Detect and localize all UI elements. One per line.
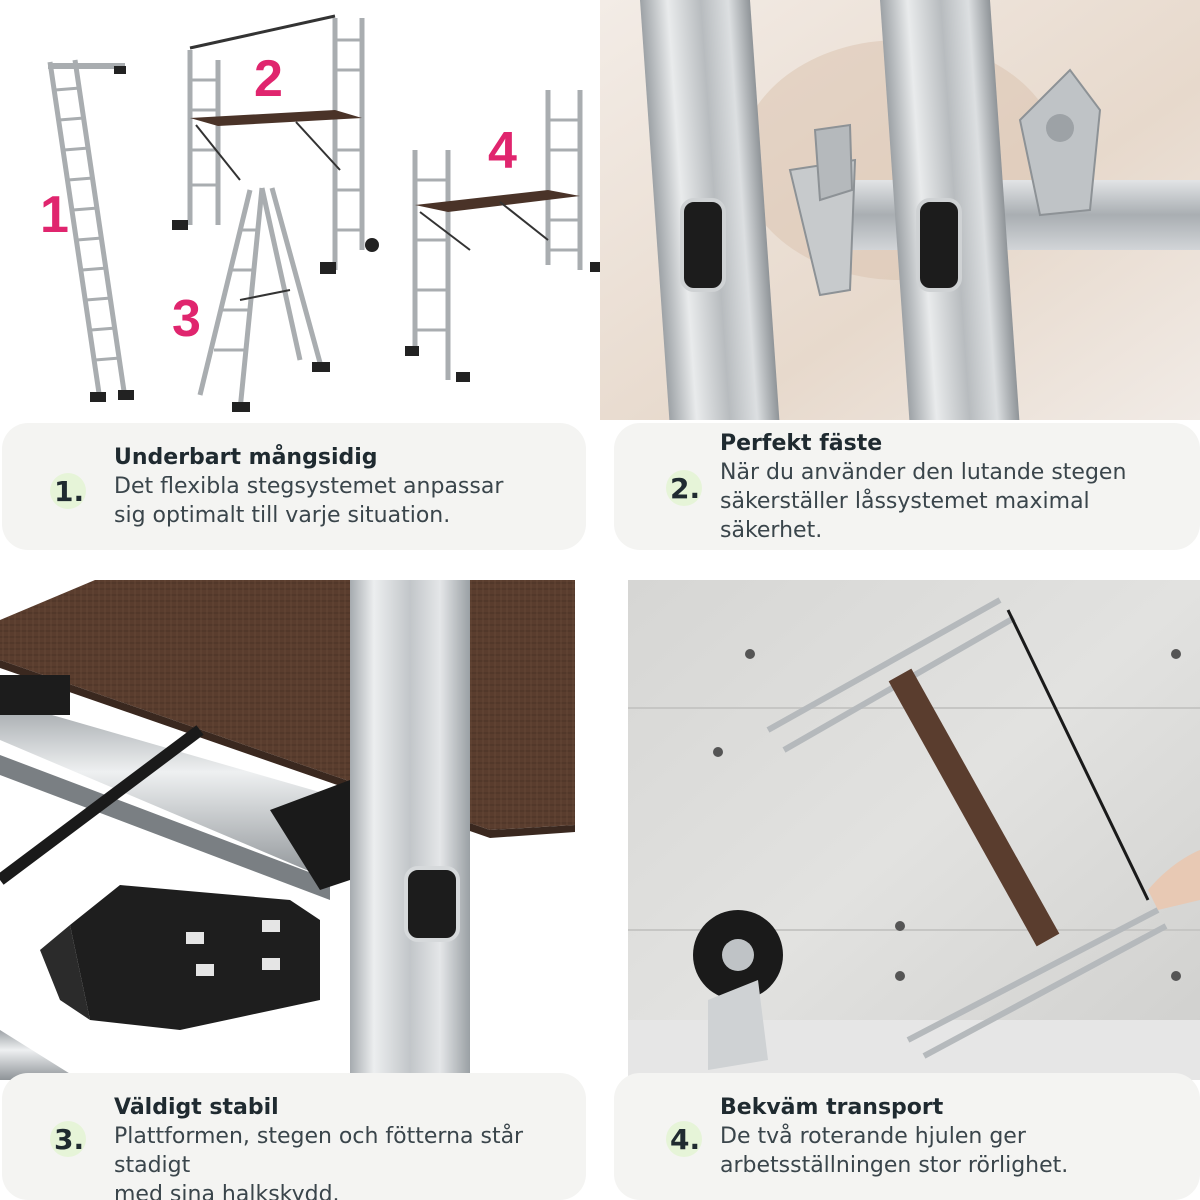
lock-closeup-illustration [600, 0, 1200, 420]
feature-number-1: 1. [50, 473, 86, 509]
feature-line-2a: När du använder den lutande stegen [720, 460, 1127, 485]
feature-card-2: 2. Perfekt fäste När du använder den lut… [614, 423, 1200, 550]
feature-line-2b: säkerställer låssystemet maximal [720, 489, 1090, 514]
transport-image [628, 580, 1200, 1080]
feature-card-3: 3. Väldigt stabil Plattformen, stegen oc… [2, 1073, 586, 1200]
configurations-image: 1 2 3 4 [0, 0, 600, 420]
feature-title-3: Väldigt stabil [114, 1095, 279, 1120]
feature-number-2: 2. [666, 470, 702, 506]
locking-mechanism-image [600, 0, 1200, 420]
config-scaffold-low [405, 90, 600, 382]
config-a-frame [197, 187, 330, 412]
config-label-2: 2 [254, 50, 283, 108]
feature-title-2: Perfekt fäste [720, 431, 883, 456]
feature-line-3a: Plattformen, stegen och fötterna står st… [114, 1124, 524, 1178]
config-label-3: 3 [172, 290, 201, 348]
config-straight-ladder [47, 59, 134, 402]
config-scaffold-tall [172, 14, 379, 274]
feature-title-1: Underbart mångsidig [114, 445, 378, 470]
feature-card-4: 4. Bekväm transport De två roterande hju… [614, 1073, 1200, 1200]
feature-line-1a: Det flexibla stegsystemet anpassar [114, 474, 504, 499]
platform-closeup-image [0, 580, 600, 1080]
feature-line-4a: De två roterande hjulen ger [720, 1124, 1026, 1149]
feature-number-4: 4. [666, 1121, 702, 1157]
config-label-4: 4 [488, 122, 517, 180]
ladder-configurations-illustration: 1 2 3 4 [0, 0, 600, 420]
feature-line-4b: arbetsställningen stor rörlighet. [720, 1153, 1069, 1178]
platform-foot-illustration [0, 580, 600, 1080]
transport-wheels-illustration [628, 580, 1200, 1080]
feature-number-3: 3. [50, 1121, 86, 1157]
feature-line-3b: med sina halkskydd. [114, 1182, 340, 1200]
feature-line-1b: sig optimalt till varje situation. [114, 503, 451, 528]
feature-line-2c: säkerhet. [720, 518, 823, 543]
feature-title-4: Bekväm transport [720, 1095, 944, 1120]
feature-card-1: 1. Underbart mångsidig Det flexibla steg… [2, 423, 586, 550]
config-label-1: 1 [40, 186, 69, 244]
